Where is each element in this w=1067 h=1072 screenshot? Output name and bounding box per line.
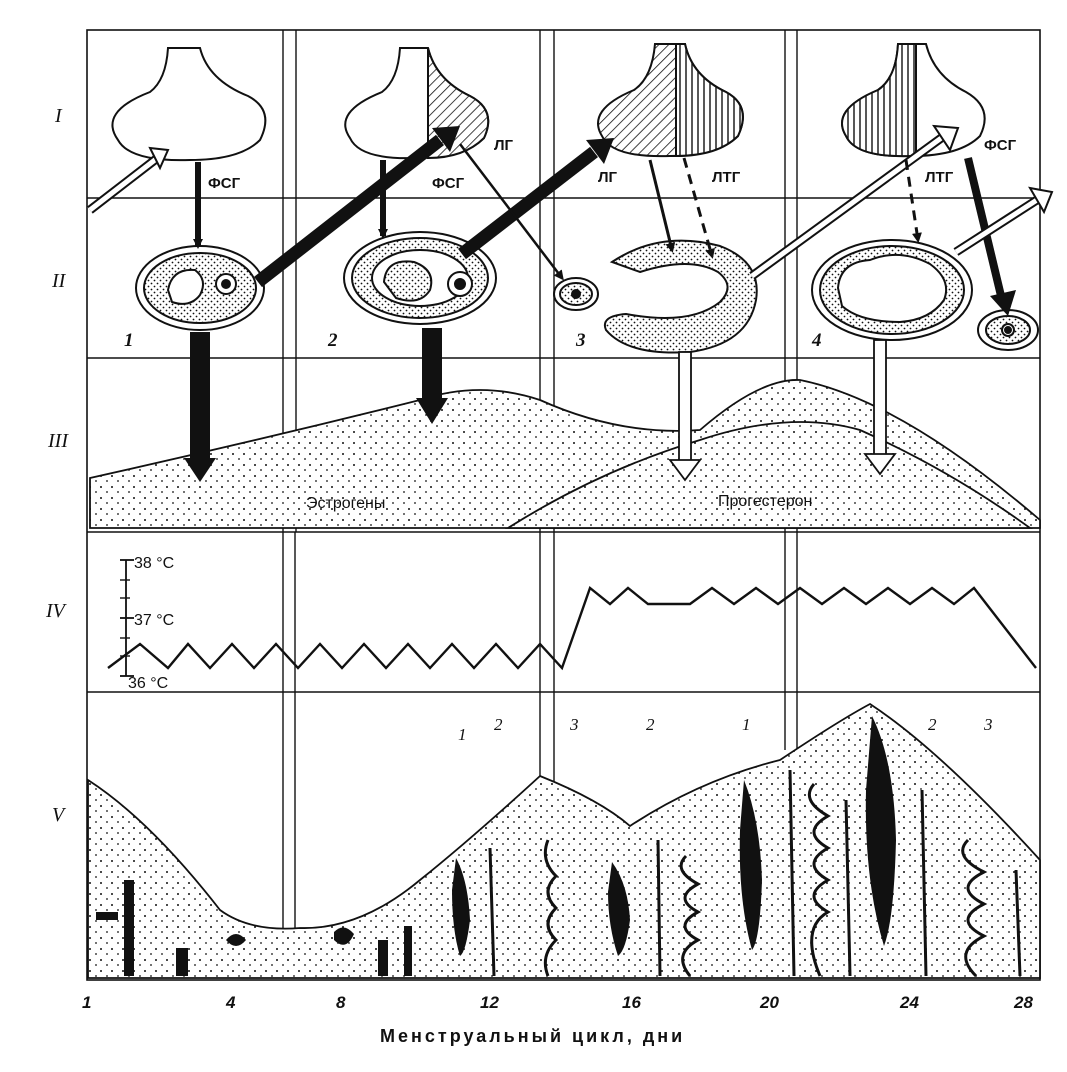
gland-number-1b: 1 [742, 715, 751, 734]
x-tick-8: 8 [336, 993, 346, 1012]
temp-label-37: 37 °C [134, 612, 174, 629]
temp-label-36: 36 °C [128, 675, 168, 692]
gland-number-2c: 2 [928, 715, 937, 734]
x-axis-title: Менструальный цикл, дни [380, 1026, 685, 1046]
ovarian-follicles [135, 231, 1039, 354]
x-tick-20: 20 [759, 993, 779, 1012]
gland-number-1a: 1 [458, 725, 467, 744]
hormone-curves [89, 379, 1041, 529]
row-label-5: V [52, 804, 67, 826]
endometrium [87, 702, 1041, 979]
endometrial-glands [96, 716, 896, 976]
x-tick-4: 4 [225, 993, 236, 1012]
gland-number-2b: 2 [646, 715, 655, 734]
label-fsh-2: ФСГ [432, 175, 465, 192]
label-lh-top: ЛГ [494, 137, 514, 154]
row-labels: I II III IV V [45, 105, 69, 826]
gland-number-2a: 2 [494, 715, 503, 734]
corpus-luteum-forming [604, 239, 758, 354]
x-tick-12: 12 [480, 993, 499, 1012]
estrogen-label: Эстрогены [306, 495, 385, 512]
hormone-labels: ФСГ ФСГ ЛГ ЛГ ЛТГ ЛТГ ФСГ [208, 137, 1017, 192]
stage-number-2: 2 [327, 330, 338, 351]
gland-number-3b: 3 [983, 715, 993, 734]
row-label-1: I [54, 105, 63, 127]
gland-number-3a: 3 [569, 715, 579, 734]
temp-label-38: 38 °C [134, 555, 174, 572]
endometrium-layer [87, 702, 1041, 979]
stage-numbers: 1 2 3 4 [124, 330, 822, 351]
x-axis: 1 4 8 12 16 20 24 28 Менструальный цикл,… [82, 993, 1033, 1046]
pituitary-1 [111, 47, 267, 162]
x-tick-1: 1 [82, 993, 91, 1012]
stage-number-1: 1 [124, 330, 134, 351]
stage-number-4: 4 [811, 330, 822, 351]
gland-numbers: 1 2 3 2 1 2 3 [458, 715, 993, 744]
row-label-4: IV [45, 600, 68, 622]
label-fsh-1: ФСГ [208, 175, 241, 192]
label-lh-3: ЛГ [598, 169, 618, 186]
row-label-3: III [47, 430, 69, 452]
x-tick-24: 24 [899, 993, 919, 1012]
stage-number-3: 3 [575, 330, 586, 351]
x-tick-28: 28 [1013, 993, 1033, 1012]
pituitary-glands [111, 43, 986, 162]
coiled-glands [488, 769, 1022, 978]
temperature-chart: 38 °C 37 °C 36 °C [107, 555, 1037, 692]
progesterone-label: Прогестерон [718, 493, 812, 510]
label-fsh-4: ФСГ [984, 137, 1017, 154]
hormone-arrows [87, 124, 1054, 482]
curve-labels: Эстрогены Прогестерон [306, 493, 812, 512]
x-tick-16: 16 [622, 993, 641, 1012]
row-label-2: II [51, 270, 67, 292]
label-ltg-3: ЛТГ [712, 169, 741, 186]
label-ltg-4: ЛТГ [925, 169, 954, 186]
basal-temperature-line [107, 586, 1037, 671]
progesterone-curve [504, 421, 1033, 529]
